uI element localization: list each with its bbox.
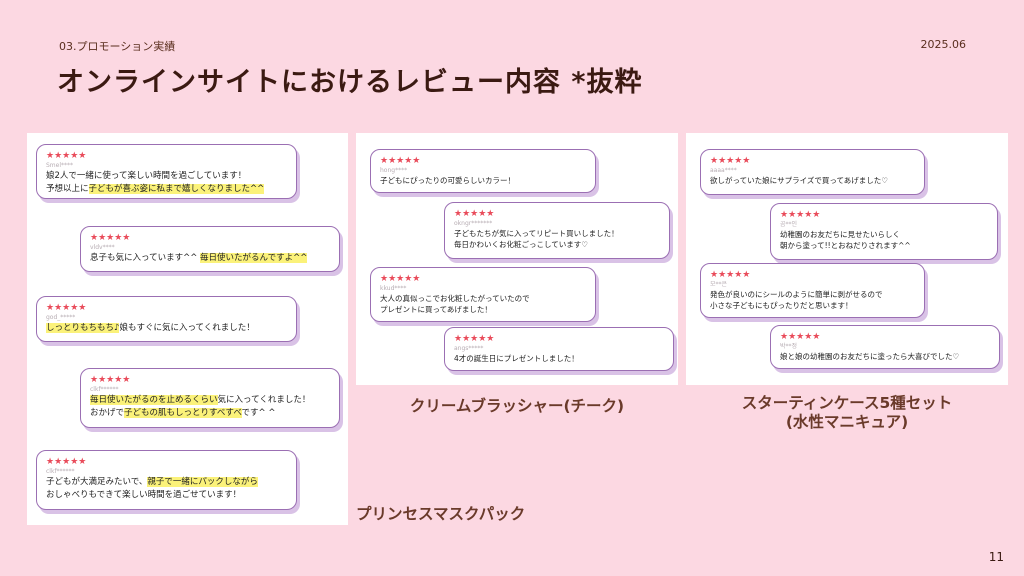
review-bubble: ★★★★★god_*****しっとりもちもち♪娘もすぐに気に入ってくれました！ [36,296,297,342]
review-text: 子どもが大満足みたいで、親子で一緒にパックしながら [46,476,287,489]
highlighted-text: 毎日使いたがるんですよ^^ [200,253,308,263]
highlighted-text: 子どもが喜ぶ姿に私まで嬉しくなりました^^ [88,184,265,194]
review-text-segment: プレゼントに買ってあげました！ [380,305,492,314]
review-text: 息子も気に入っています^^ 毎日使いたがるんですよ^^ [90,252,330,265]
review-bubble: ★★★★★angs***** 4才の誕生日にプレゼントしました！ [444,327,674,371]
review-text-segment: 気に入ってくれました！ [217,395,311,405]
review-text: おかげで子どもの肌もしっとりすべすべです^ ^ [90,407,330,420]
review-text: 娘と娘の幼稚園のお友だちに塗ったら大喜びでした♡ [780,351,990,362]
review-bubble: ★★★★★vldv****息子も気に入っています^^ 毎日使いたがるんですよ^^ [80,226,340,272]
rating-stars: ★★★★★ [46,457,87,467]
rating-stars: ★★★★★ [454,209,495,219]
review-text: 毎日かわいくお化粧ごっこしています♡ [454,239,660,250]
highlighted-text: 子どもの肌もしっとりすべすべ [124,408,242,418]
date-label: 2025.06 [920,38,967,51]
caption-mask-pack: プリンセスマスクパック [356,505,526,523]
highlighted-text: しっとりもちもち♪ [46,323,120,333]
review-bubble: ★★★★★clkf******毎日使いたがるのを止めるくらい気に入ってくれました… [80,368,340,428]
review-text-segment: 小さな子どもにもぴったりだと思います！ [710,301,853,310]
reviewer-name: clkf****** [90,386,119,393]
review-text: しっとりもちもち♪娘もすぐに気に入ってくれました！ [46,322,287,335]
review-text-segment: 子どもたちが気に入ってリピート買いしました！ [454,229,619,238]
reviewer-name: aaaa**** [710,167,737,174]
review-text: 欲しがっていた娘にサプライズで買ってあげました♡ [710,175,915,186]
rating-stars: ★★★★★ [46,151,87,161]
review-text: 4才の誕生日にプレゼントしました！ [454,353,664,364]
section-label: 03.プロモーション実績 [59,40,176,53]
highlighted-text: 親子で一緒にパックしながら [147,477,258,487]
review-text: 子どもにぴったりの可愛らしいカラー！ [380,175,586,186]
review-text-segment: 大人の真似っこでお化粧したがっていたので [380,294,530,303]
caption-nail-set: スターティンケース5種セット (水性マニキュア) [741,394,953,431]
review-text-segment: 毎日かわいくお化粧ごっこしています♡ [454,240,588,249]
rating-stars: ★★★★★ [380,156,421,166]
reviewer-name: vldv**** [90,244,115,251]
review-bubble: ★★★★★Smel**** 娘2人で一緒に使って楽しい時間を過ごしています！ 予想以… [36,144,297,199]
review-text: おしゃべりもできて楽しい時間を過ごせています！ [46,489,287,502]
review-text: 大人の真似っこでお化粧したがっていたので [380,293,586,304]
review-text: 娘2人で一緒に使って楽しい時間を過ごしています！ [46,170,287,183]
review-text: 朝から塗って!!とおねだりされます^^ [780,240,988,251]
review-text-segment: おしゃべりもできて楽しい時間を過ごせています！ [46,490,242,500]
reviewer-name: hong**** [380,167,408,174]
review-text: 予想以上に子どもが喜ぶ姿に私まで嬉しくなりました^^ [46,183,287,196]
review-text-segment: 4才の誕生日にプレゼントしました！ [454,354,579,363]
review-text-segment: 娘2人で一緒に使って楽しい時間を過ごしています！ [46,171,247,181]
review-text-segment: 娘もすぐに気に入ってくれました！ [119,323,255,333]
caption-cream-blusher: クリームブラッシャー(チーク) [409,397,625,415]
rating-stars: ★★★★★ [90,375,131,385]
slide-title: オンラインサイトにおけるレビュー内容 *抜粋 [57,67,643,98]
review-bubble: ★★★★★aaaa**** 欲しがっていた娘にサプライズで買ってあげました♡ [700,149,925,195]
reviewer-name: 박**정 [780,343,798,350]
reviewer-name: god_***** [46,314,76,321]
review-text-segment: 朝から塗って!!とおねだりされます^^ [780,241,911,250]
review-text: プレゼントに買ってあげました！ [380,304,586,315]
review-text-segment: です^ ^ [241,408,276,418]
reviewer-name: 곰**인 [780,221,798,228]
review-bubble: ★★★★★hong**** 子どもにぴったりの可愛らしいカラー！ [370,149,596,193]
review-panel-nail-set: ★★★★★aaaa****欲しがっていた娘にサプライズで買ってあげました♡ ★★… [686,133,1008,385]
review-text: 発色が良いのにシールのように簡単に剥がせるので [710,289,915,300]
review-text: 毎日使いたがるのを止めるくらい気に入ってくれました！ [90,394,330,407]
review-panel-cream-blusher: ★★★★★hong****子どもにぴったりの可愛らしいカラー！ ★★★★★okn… [356,133,678,385]
review-text-segment: 予想以上に [46,184,89,194]
rating-stars: ★★★★★ [380,274,421,284]
review-bubble: ★★★★★박**정 娘と娘の幼稚園のお友だちに塗ったら大喜びでした♡ [770,325,1000,369]
rating-stars: ★★★★★ [710,270,751,280]
review-text: 幼稚園のお友だちに見せたいらしく [780,229,988,240]
reviewer-name: angs***** [454,345,484,352]
review-text: 小さな子どもにもぴったりだと思います！ [710,300,915,311]
rating-stars: ★★★★★ [780,332,821,342]
highlighted-text: 毎日使いたがるのを止めるくらい [90,395,218,405]
reviewer-name: kkud**** [380,285,407,292]
review-bubble: ★★★★★clkf******子どもが大満足みたいで、親子で一緒にパックしながら… [36,450,297,510]
review-text-segment: 子どもにぴったりの可愛らしいカラー！ [380,176,515,185]
rating-stars: ★★★★★ [46,303,87,313]
review-text-segment: おかげで [90,408,125,418]
review-bubble: ★★★★★kkud**** 大人の真似っこでお化粧したがっていたのでプレゼントに買… [370,267,596,322]
review-text-segment: 発色が良いのにシールのように簡単に剥がせるので [710,290,883,299]
reviewer-name: clkf****** [46,468,75,475]
reviewer-name: Smel**** [46,162,74,169]
page-number: 11 [988,550,1004,564]
review-text-segment: 娘と娘の幼稚園のお友だちに塗ったら大喜びでした♡ [780,352,960,361]
review-text-segment: 子どもが大満足みたいで、 [46,477,148,487]
reviewer-name: 모**은 [710,281,728,288]
rating-stars: ★★★★★ [90,233,131,243]
rating-stars: ★★★★★ [710,156,751,166]
review-text: 子どもたちが気に入ってリピート買いしました！ [454,228,660,239]
review-bubble: ★★★★★okngr******* 子どもたちが気に入ってリピート買いしました！ 毎… [444,202,670,259]
review-text-segment: 息子も気に入っています^^ [90,253,201,263]
reviewer-name: okngr******* [454,220,493,227]
review-text-segment: 幼稚園のお友だちに見せたいらしく [780,230,900,239]
rating-stars: ★★★★★ [454,334,495,344]
review-panel-mask-pack: ★★★★★Smel****娘2人で一緒に使って楽しい時間を過ごしています！予想以… [27,133,348,525]
review-bubble: ★★★★★모**은 発色が良いのにシールのように簡単に剥がせるので小さな子どもにも… [700,263,925,318]
review-bubble: ★★★★★곰**인 幼稚園のお友だちに見せたいらしく朝から塗って!!とおねだりされ… [770,203,998,260]
rating-stars: ★★★★★ [780,210,821,220]
review-text-segment: 欲しがっていた娘にサプライズで買ってあげました♡ [710,176,889,185]
